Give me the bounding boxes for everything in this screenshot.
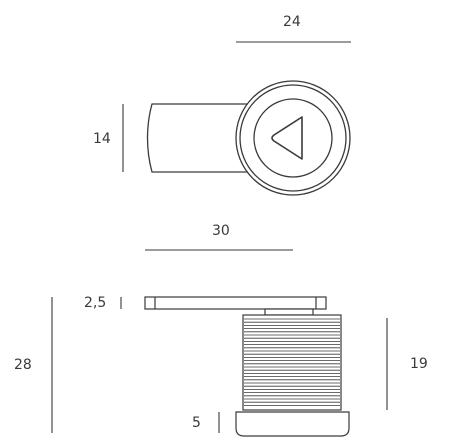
dimension-label-side-width: 30 xyxy=(212,223,230,239)
base-nut xyxy=(235,411,350,437)
cam-plate xyxy=(144,296,327,310)
dimension-label-top-height: 14 xyxy=(93,131,111,147)
lock-face-inner xyxy=(253,98,333,178)
neck xyxy=(264,308,314,316)
thread-lines xyxy=(244,318,340,406)
side-view xyxy=(51,249,388,437)
lock-face-ring xyxy=(239,84,347,192)
dimension-label-overall-height: 28 xyxy=(14,357,32,373)
dimension-label-threaded-body: 19 xyxy=(410,356,428,372)
dimension-label-top-width: 24 xyxy=(283,14,301,30)
top-view xyxy=(122,41,351,196)
dimension-label-flange: 2,5 xyxy=(84,295,107,311)
triangle-left-icon xyxy=(271,116,303,160)
threaded-body xyxy=(242,314,342,411)
cam-body xyxy=(146,103,263,173)
lock-face-outer xyxy=(235,80,351,196)
dimension-label-base: 5 xyxy=(192,415,201,431)
